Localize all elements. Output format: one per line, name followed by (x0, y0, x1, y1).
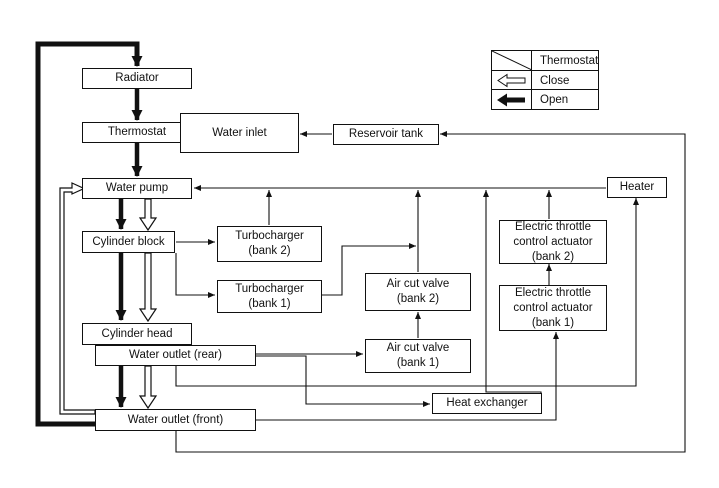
outlet-front-to-etca1-line (256, 332, 559, 421)
thermostat-box: Thermostat (82, 122, 192, 143)
outlet-rear-to-front-close-arrow (138, 365, 158, 410)
cylinder-block-label: Cylinder block (92, 235, 165, 248)
outlet-rear-to-heater-line (175, 198, 639, 387)
legend-open-label: Open (540, 93, 569, 106)
cylinder-head-box: Cylinder head (82, 323, 192, 345)
reservoir-tank-box: Reservoir tank (333, 124, 439, 145)
heater-label: Heater (619, 181, 655, 193)
open-flow-lines (35, 41, 143, 427)
heater-box: Heater (607, 177, 667, 198)
heat-exchanger-label: Heat exchanger (446, 397, 528, 409)
water-outlet-front-box: Water outlet (front) (95, 409, 256, 431)
water-outlet-rear-box: Water outlet (rear) (95, 345, 256, 366)
radiator-return-line (35, 41, 143, 427)
legend-close-label: Close (540, 74, 570, 87)
etca-bank2-box: Electric throttle control actuator (bank… (499, 220, 607, 264)
water-pump-box: Water pump (82, 178, 192, 199)
water-outlet-rear-label: Water outlet (rear) (129, 349, 222, 361)
legend-row-close: Close (492, 70, 598, 90)
thermostat-label: Thermostat (107, 126, 167, 138)
block-to-head-close-arrow (138, 252, 158, 323)
reservoir-tank-label: Reservoir tank (348, 128, 424, 140)
etca-bank1-label: Electric throttle control actuator (bank… (513, 286, 593, 329)
turbocharger-bank1-box: Turbocharger (bank 1) (217, 280, 322, 313)
water-outlet-front-label: Water outlet (front) (127, 413, 224, 426)
turbocharger-bank2-box: Turbocharger (bank 2) (217, 226, 322, 262)
outlet-rear-to-hx-line (256, 355, 430, 407)
turbocharger-bank2-label: Turbocharger (bank 2) (235, 230, 304, 257)
pump-to-block-close-arrow (138, 198, 158, 232)
air-cut-valve-bank2-box: Air cut valve (bank 2) (365, 273, 471, 311)
open-arrow-icon (492, 90, 532, 109)
block-to-turbo1-line (175, 253, 215, 298)
legend-thermostat-label: Thermostat (540, 55, 599, 67)
cylinder-block-box: Cylinder block (82, 231, 175, 253)
bypass-to-pump-close-arrow (59, 182, 96, 415)
thermostat-symbol-icon (491, 50, 533, 71)
water-pump-label: Water pump (105, 182, 169, 194)
radiator-box: Radiator (82, 68, 192, 89)
air-cut-valve-bank1-label: Air cut valve (bank 1) (386, 342, 450, 369)
air-cut-valve-bank2-label: Air cut valve (bank 2) (386, 278, 450, 305)
outlet-front-to-reservoir-line (175, 131, 686, 453)
close-arrow-icon (492, 71, 532, 90)
legend-row-thermostat: Thermostat (491, 50, 599, 71)
etca-bank2-label: Electric throttle control actuator (bank… (513, 220, 593, 263)
water-inlet-label: Water inlet (212, 126, 267, 139)
air-cut-valve-bank1-box: Air cut valve (bank 1) (365, 339, 471, 373)
cylinder-head-label: Cylinder head (101, 327, 173, 340)
turbocharger-bank1-label: Turbocharger (bank 1) (235, 282, 304, 310)
legend: Thermostat Close Open (491, 50, 599, 110)
etca-bank1-box: Electric throttle control actuator (bank… (499, 285, 607, 331)
legend-row-open: Open (492, 89, 598, 109)
close-flow-lines (59, 182, 158, 415)
heat-exchanger-box: Heat exchanger (432, 393, 542, 414)
turbo1-to-acv2-line (322, 243, 416, 296)
radiator-label: Radiator (115, 72, 159, 84)
water-inlet-box: Water inlet (180, 113, 299, 153)
